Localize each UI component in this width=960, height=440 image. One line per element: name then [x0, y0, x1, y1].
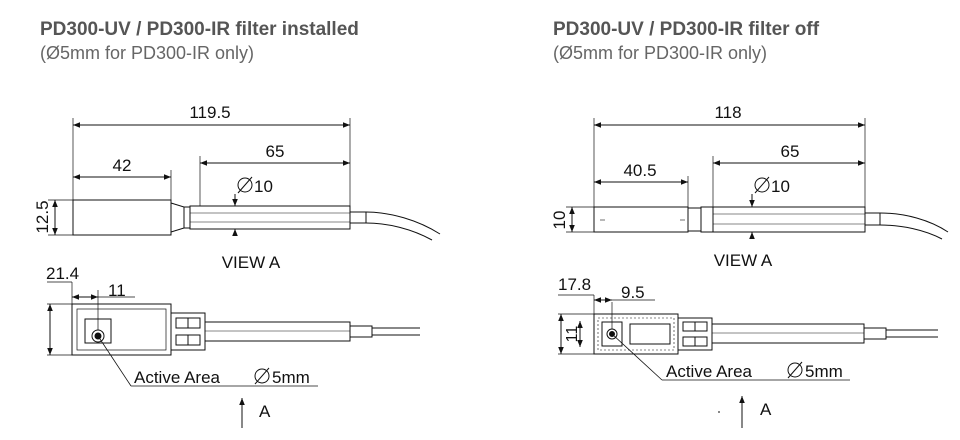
- left-collar: [183, 206, 191, 229]
- left-arrow-label: A: [259, 402, 271, 421]
- right-title: PD300-UV / PD300-IR filter off: [553, 19, 820, 40]
- right-subtitle: (Ø5mm for PD300-IR only): [553, 43, 768, 63]
- right-dim-view-offset: 9.5: [621, 283, 645, 302]
- right-view-tube: [711, 323, 865, 344]
- left-title: PD300-UV / PD300-IR filter installed: [40, 19, 359, 40]
- right-view-head: [593, 313, 679, 355]
- right-diameter-symbol: [754, 177, 770, 193]
- left-view-tube: [204, 321, 351, 342]
- right-tube: [712, 206, 866, 233]
- left-view-label: VIEW A: [222, 253, 281, 272]
- right-view-label: VIEW A: [714, 251, 773, 270]
- right-active-area-leader: [611, 333, 663, 381]
- left-side-view: [48, 118, 441, 241]
- right-collar: [700, 206, 714, 233]
- left-dim-total: 119.5: [189, 103, 230, 122]
- left-dim-tube: 65: [266, 142, 285, 161]
- right-dim-view-height: 11: [564, 326, 581, 343]
- right-dim-head: 40.5: [623, 161, 656, 180]
- left-active-area-leader: [97, 335, 132, 387]
- left-dim-head: 42: [113, 156, 132, 175]
- left-dim-dia: 10: [254, 177, 273, 196]
- left-subtitle: (Ø5mm for PD300-IR only): [40, 43, 255, 63]
- right-active-area-dia: 5mm: [805, 362, 843, 381]
- left-tube: [189, 205, 351, 230]
- left-active-area-dia: 5mm: [272, 368, 310, 387]
- right-view-a: [558, 294, 938, 428]
- right-cable: [865, 212, 949, 233]
- left-dim-view-width: 21.4: [46, 264, 79, 283]
- right-heading: PD300-UV / PD300-IR filter off (Ø5mm for…: [553, 18, 819, 64]
- right-active-area-label: Active Area: [666, 362, 753, 381]
- right-dim-total: 118: [714, 103, 741, 122]
- left-dim-height: 12.5: [33, 200, 52, 233]
- left-active-area-label: Active Area: [134, 368, 221, 387]
- left-dim-view-offset: 11: [108, 281, 126, 300]
- right-sensor-head: [593, 206, 689, 233]
- right-dim-height: 10: [550, 211, 569, 230]
- left-cable-lower: [350, 222, 433, 241]
- left-diameter-symbol: [237, 177, 253, 193]
- right-dim-tube: 65: [781, 142, 800, 161]
- left-heading: PD300-UV / PD300-IR filter installed (Ø5…: [40, 18, 359, 64]
- left-view-head: [71, 303, 172, 356]
- left-view-a: [47, 281, 420, 428]
- left-taper: [170, 202, 185, 233]
- right-dim-dia: 10: [771, 177, 790, 196]
- right-arrow-label: A: [760, 400, 772, 419]
- right-dim-view-width: 17.8: [558, 275, 591, 294]
- left-sensor-head: [72, 199, 172, 236]
- right-side-view: [566, 118, 949, 240]
